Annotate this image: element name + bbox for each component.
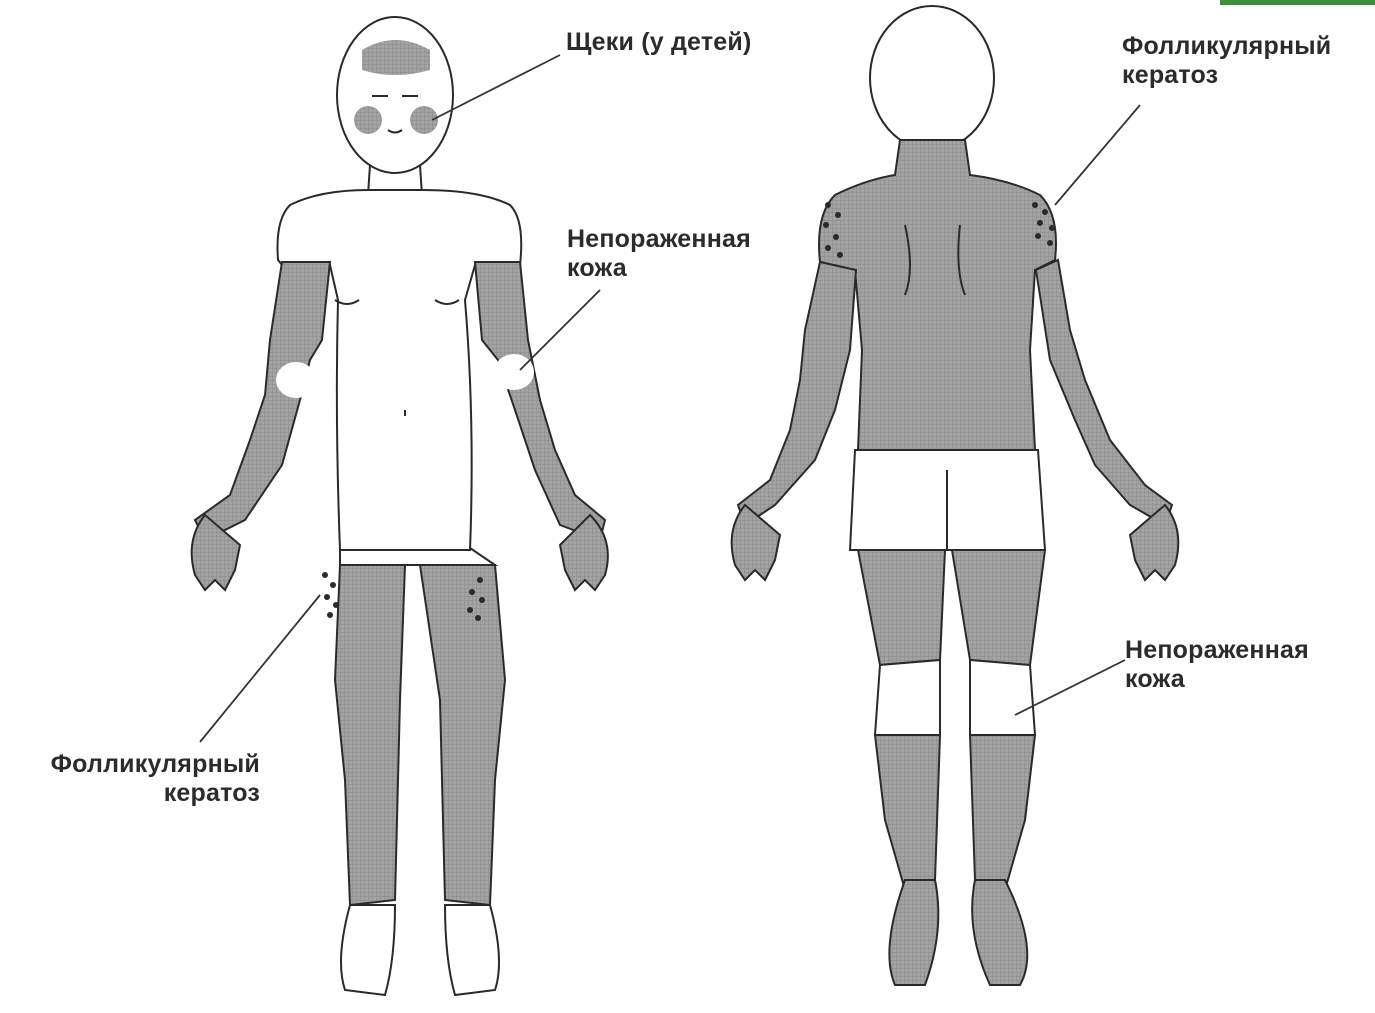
back-right-knee-unaffected [970,660,1035,735]
front-left-elbow-unaffected [276,362,316,398]
back-right-arm [1036,260,1172,525]
label-front-unaffected-line2: кожа [567,254,751,283]
back-left-calf [875,735,940,890]
label-back-follicular-keratosis: Фолликулярный кератоз [1122,32,1331,90]
front-keratosis-spots-left [322,572,339,618]
front-right-elbow-unaffected [494,354,534,390]
back-head [870,6,994,150]
label-back-keratosis-line1: Фолликулярный [1122,32,1331,61]
back-right-calf [970,735,1035,890]
back-left-thigh [858,550,945,665]
label-cheeks-text: Щеки (у детей) [566,28,751,57]
back-figure [732,6,1179,985]
back-left-foot [889,880,938,985]
back-left-hand [732,505,780,580]
front-right-leg [420,565,505,905]
label-front-unaffected-line1: Непораженная [567,225,751,254]
label-back-unaffected-skin: Непораженная кожа [1125,636,1309,694]
label-front-unaffected-skin: Непораженная кожа [567,225,751,283]
front-figure [192,17,608,995]
label-front-follicular-keratosis: Фолликулярный кератоз [20,750,260,808]
label-back-keratosis-line2: кератоз [1122,61,1331,90]
front-cheek-left [354,106,382,134]
back-right-thigh [952,550,1045,665]
label-cheeks: Щеки (у детей) [566,28,751,57]
label-back-unaffected-line1: Непораженная [1125,636,1309,665]
back-right-hand [1130,505,1178,580]
label-front-keratosis-line2: кератоз [20,779,260,808]
front-forehead-patch [362,40,430,75]
back-right-foot [972,880,1027,985]
label-front-keratosis-line1: Фолликулярный [20,750,260,779]
front-torso [278,190,522,550]
front-left-arm [195,262,330,540]
back-left-knee-unaffected [875,660,940,735]
label-back-unaffected-line2: кожа [1125,665,1309,694]
front-left-leg [335,565,405,905]
front-left-foot [341,905,395,995]
front-right-foot [445,905,499,995]
corner-tab [1220,0,1375,5]
back-left-arm [738,262,856,525]
